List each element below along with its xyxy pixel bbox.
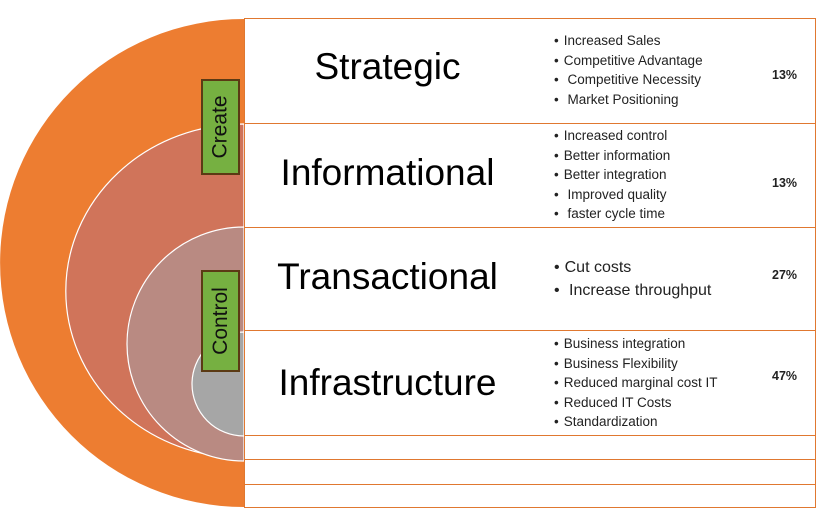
nested-semicircles: [0, 19, 245, 507]
benefit-list: Increased control Better information Bet…: [554, 126, 671, 224]
list-item: Better information: [554, 146, 671, 166]
create-label-box: Create: [201, 79, 240, 175]
list-item: Market Positioning: [554, 90, 703, 110]
control-label-box: Control: [201, 270, 240, 372]
list-item: Increased control: [554, 126, 670, 146]
list-item: Reduced marginal cost IT: [554, 373, 718, 393]
create-label: Create: [208, 95, 232, 159]
list-item: Increase throughput: [554, 279, 711, 302]
share-percent: 13%: [772, 176, 798, 190]
list-item: Better integration: [554, 165, 670, 185]
list-item: Competitive Advantage: [554, 51, 703, 71]
layer-title: Informational: [280, 152, 495, 193]
list-item: Standardization: [554, 412, 718, 432]
share-percent: 27%: [772, 268, 798, 282]
empty-row: [244, 435, 816, 460]
benefit-list: Increased Sales Competitive Advantage Co…: [554, 31, 703, 109]
list-item: Reduced IT Costs: [554, 393, 718, 413]
benefit-list: Cut costs Increase throughput: [554, 256, 712, 302]
list-item: Increased Sales: [554, 31, 703, 51]
list-item: faster cycle time: [554, 204, 670, 224]
empty-row: [244, 484, 816, 508]
layer-row-informational: Informational Increased control Better i…: [244, 123, 816, 228]
list-item: Improved quality: [554, 185, 670, 205]
layer-row-transactional: Transactional Cut costs Increase through…: [244, 227, 816, 331]
control-label: Control: [208, 287, 232, 355]
layer-title: Strategic: [314, 46, 461, 87]
share-percent: 13%: [772, 68, 798, 82]
list-item: Business integration: [554, 334, 718, 354]
empty-row: [244, 459, 816, 485]
list-item: Business Flexibility: [554, 354, 718, 374]
list-item: Cut costs: [554, 256, 711, 279]
layer-row-strategic: Strategic Increased Sales Competitive Ad…: [244, 18, 816, 124]
layer-row-infrastructure: Infrastructure Business integration Busi…: [244, 330, 816, 436]
list-item: Competitive Necessity: [554, 70, 703, 90]
benefit-list: Business integration Business Flexibilit…: [554, 334, 718, 432]
share-percent: 47%: [772, 369, 798, 383]
layer-title: Transactional: [277, 256, 498, 297]
layer-title: Infrastructure: [278, 362, 497, 403]
